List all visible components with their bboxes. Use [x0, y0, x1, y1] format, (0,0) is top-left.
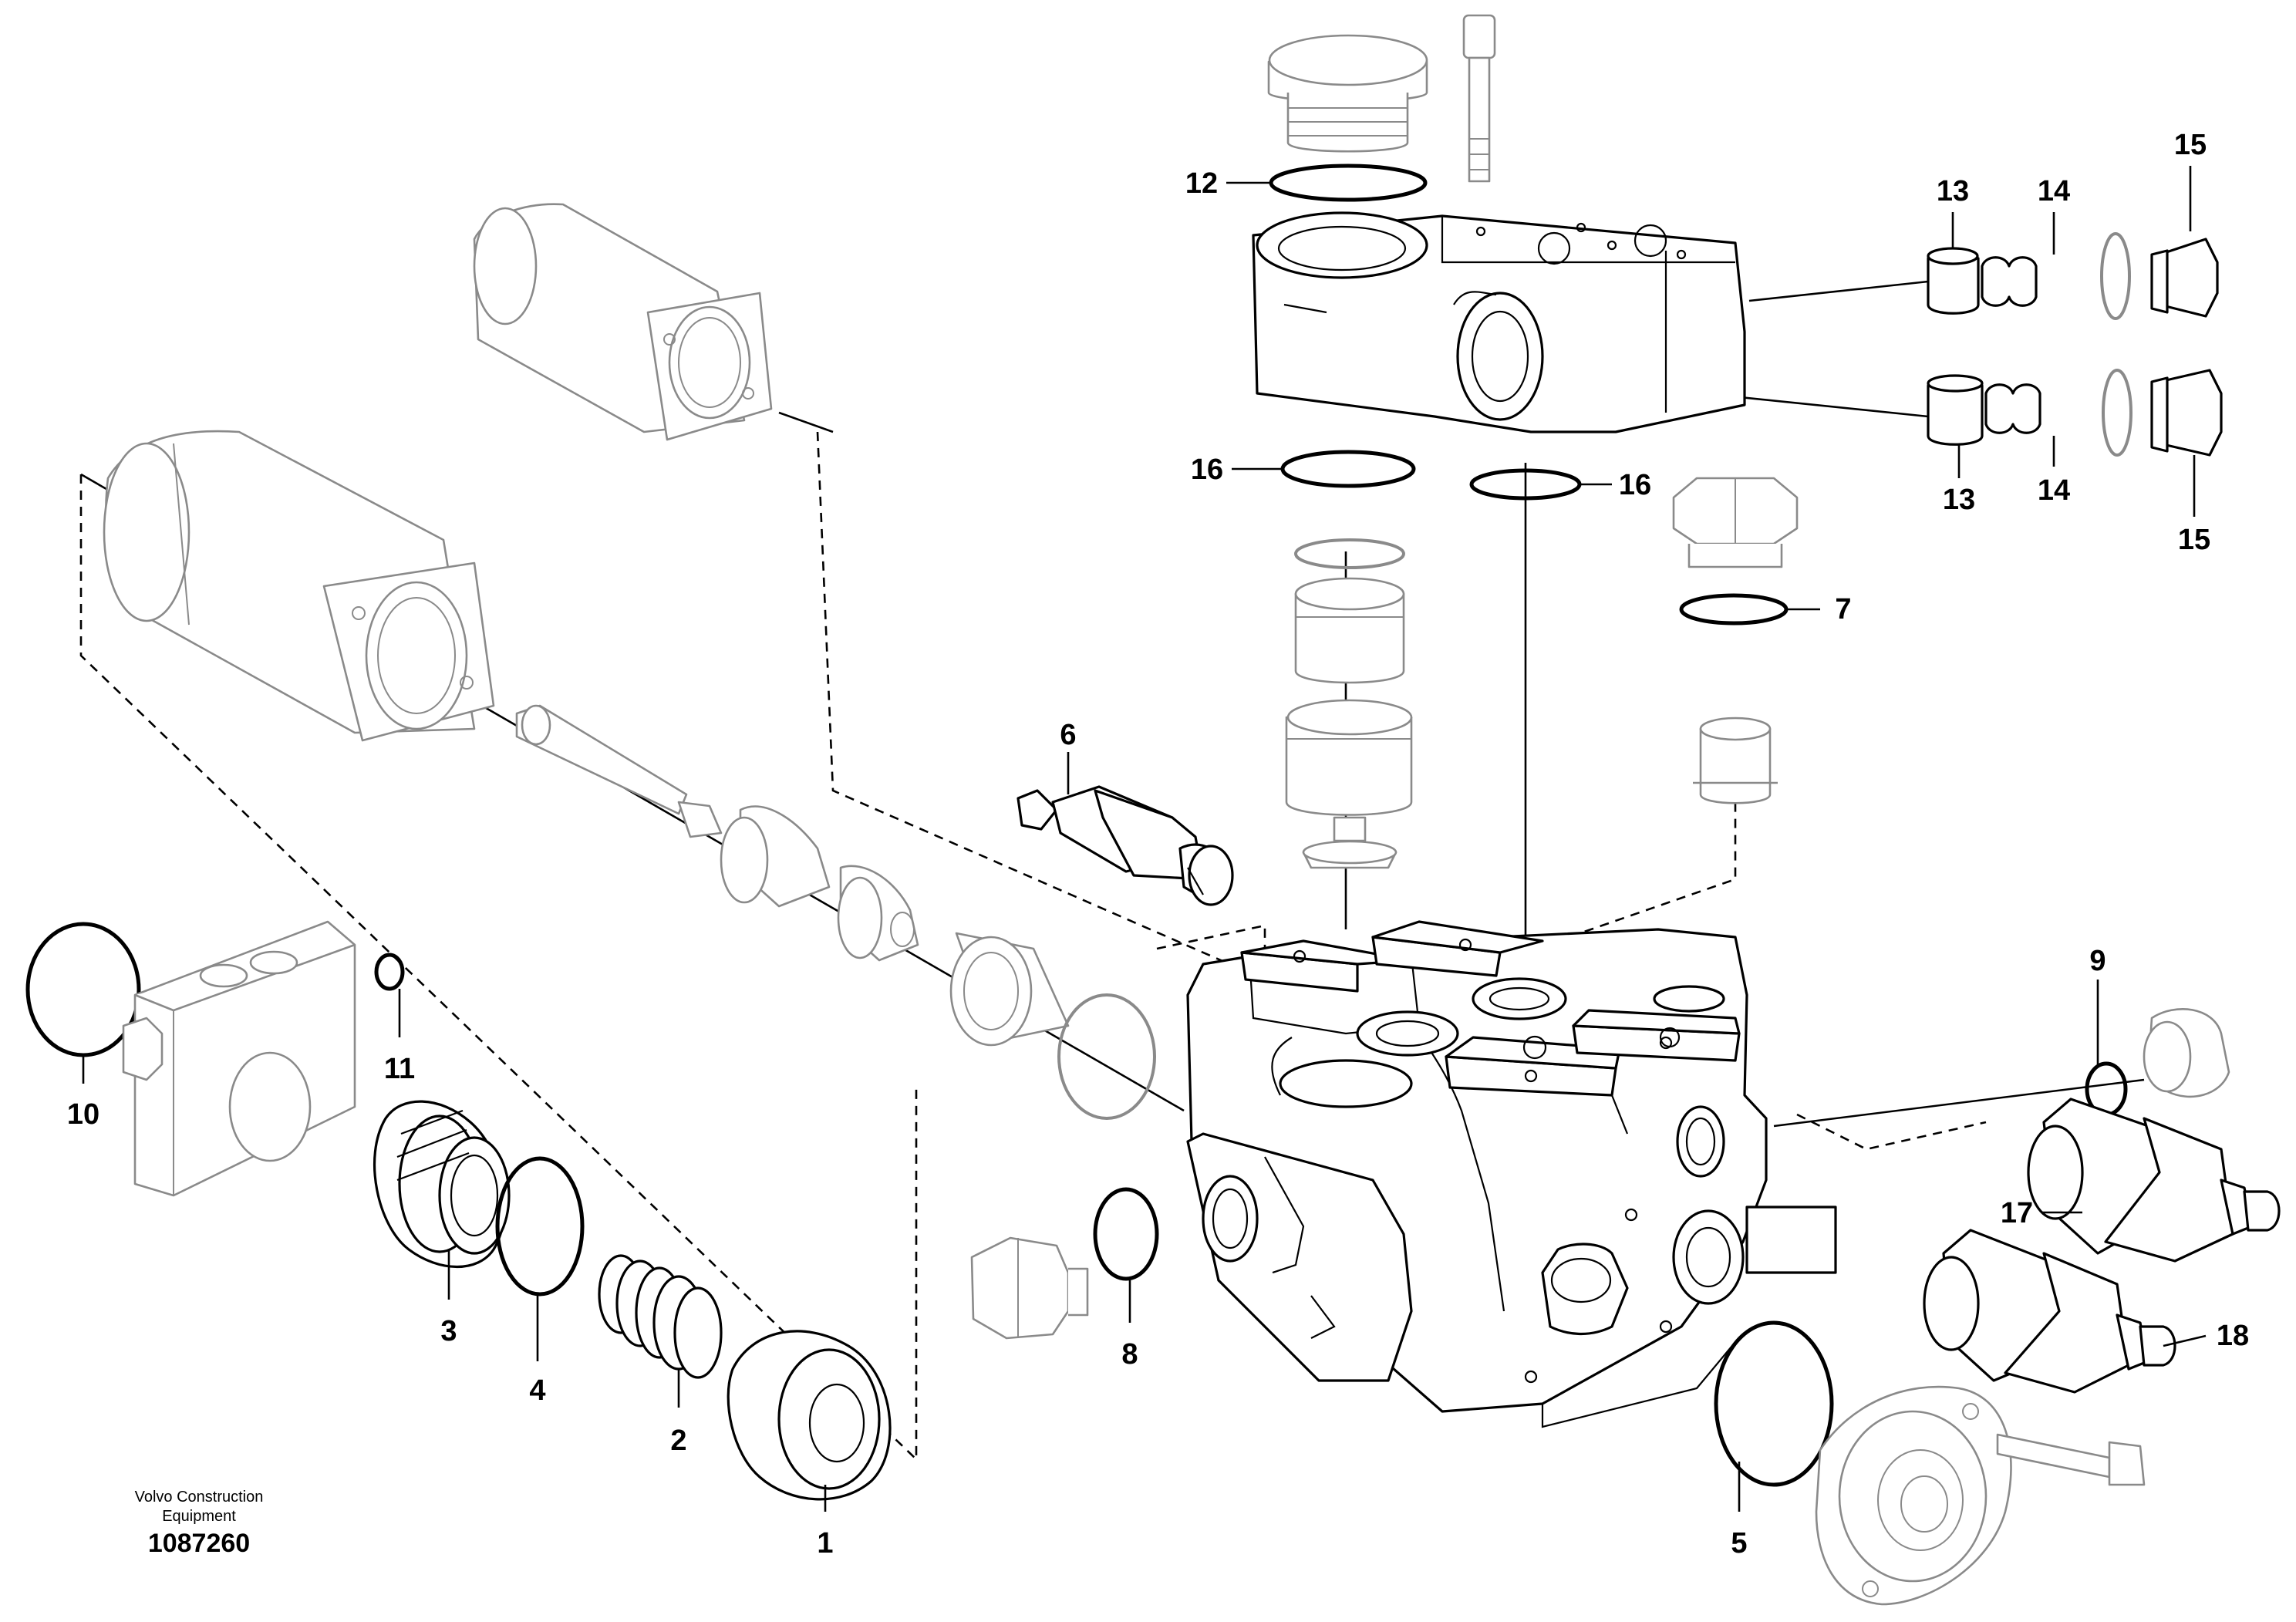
- callout-18: 18: [2217, 1320, 2249, 1352]
- lower-left-cartridge: [373, 1100, 892, 1501]
- callout-numbers: 1 2 3 4 5 6 7 8 9 10 11 12 13 13 14 14 1…: [67, 129, 2249, 1560]
- centre-spool-stack: [1285, 538, 1413, 869]
- source-stamp: Volvo Construction Equipment 1087260: [135, 1489, 264, 1558]
- callout-4: 4: [529, 1374, 545, 1407]
- callout-15-top: 15: [2174, 129, 2207, 161]
- top-bolt: [1462, 14, 1496, 183]
- drawing-number: 1087260: [148, 1529, 250, 1558]
- main-valve-body: [1186, 920, 1837, 1428]
- callout-15-bottom: 15: [2178, 524, 2210, 556]
- top-plug: [1267, 34, 1428, 153]
- callout-9: 9: [2089, 945, 2106, 977]
- callout-11: 11: [384, 1053, 415, 1085]
- plug-9: [2085, 1008, 2230, 1117]
- flange-5: [1714, 1320, 2146, 1606]
- check-valve-lower: [1927, 369, 2223, 457]
- callout-14-bottom: 14: [2038, 474, 2070, 507]
- source-line-2: Equipment: [162, 1508, 236, 1525]
- right-plug-7: [1672, 477, 1799, 804]
- callout-10: 10: [67, 1098, 99, 1131]
- relief-valve-6: [1017, 785, 1234, 906]
- solenoid-assembly: [103, 203, 1156, 1120]
- callout-12: 12: [1185, 167, 1218, 200]
- callout-7: 7: [1835, 593, 1851, 626]
- callout-5: 5: [1731, 1527, 1747, 1560]
- upper-valve-housing: [1252, 211, 1746, 433]
- callout-1: 1: [817, 1527, 833, 1560]
- callout-8: 8: [1121, 1338, 1138, 1371]
- valve-17: [2027, 1098, 2281, 1263]
- check-valve-upper: [1927, 232, 2219, 320]
- callout-16-left: 16: [1191, 454, 1223, 486]
- leader-lines: [82, 166, 2207, 1512]
- callout-2: 2: [670, 1425, 686, 1457]
- callout-13-bottom: 13: [1943, 484, 1975, 516]
- left-valve-block: [25, 920, 405, 1197]
- callout-17: 17: [2001, 1197, 2033, 1229]
- callout-16-right: 16: [1619, 469, 1651, 501]
- source-line-1: Volvo Construction: [135, 1489, 264, 1506]
- callout-3: 3: [440, 1315, 457, 1347]
- assembly-lines: [79, 280, 2145, 1462]
- callout-13-top: 13: [1937, 175, 1969, 207]
- callout-6: 6: [1060, 719, 1076, 751]
- plug-8: [970, 1187, 1159, 1340]
- callout-14-top: 14: [2038, 175, 2070, 207]
- valve-18: [1923, 1229, 2176, 1394]
